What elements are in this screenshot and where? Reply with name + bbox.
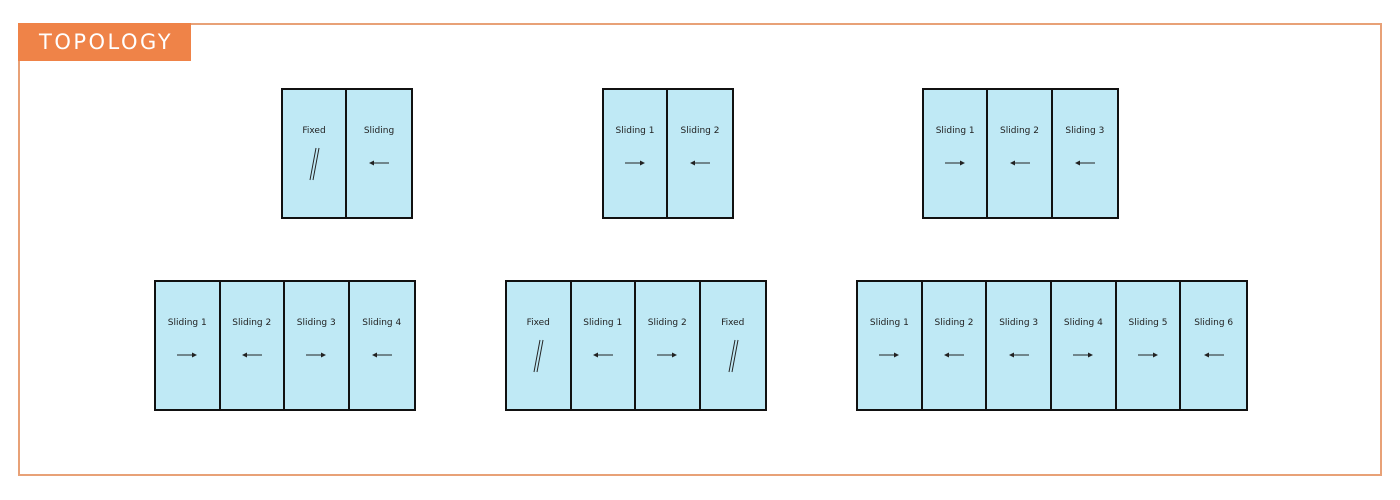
panel-label: Sliding 3: [999, 318, 1039, 328]
arrow-left-icon: [371, 352, 392, 358]
door-panel: Sliding 4: [1052, 282, 1117, 409]
door-panel: Sliding 1: [604, 90, 669, 217]
panel-label: Sliding 2: [647, 318, 687, 328]
arrow-left-icon: [592, 352, 613, 358]
door-panel: Fixed: [507, 282, 572, 409]
panel-label: Sliding 2: [1000, 126, 1039, 136]
door-panel: Sliding 2: [636, 282, 701, 409]
door-panel: Sliding 3: [285, 282, 350, 409]
door-configuration-5: Fixed Sliding 1 Sliding 2 Fixed: [505, 280, 767, 411]
door-panel: Sliding 1: [572, 282, 636, 409]
door-panel: Sliding: [347, 90, 411, 217]
arrow-left-icon: [944, 352, 964, 358]
panel-label: Sliding 3: [1065, 126, 1105, 136]
door-panel: Sliding 1: [924, 90, 989, 217]
arrow-left-icon: [1074, 160, 1095, 166]
door-panel: Sliding 4: [350, 282, 414, 409]
fixed-icon: [533, 339, 544, 373]
arrow-right-icon: [177, 352, 198, 358]
door-configuration-4: Sliding 1 Sliding 2 Sliding 3 Sliding 4: [154, 280, 416, 411]
arrow-right-icon: [945, 160, 966, 166]
panel-label: Sliding 1: [167, 318, 207, 328]
fixed-icon: [309, 147, 320, 181]
arrow-left-icon: [1009, 160, 1030, 166]
door-panel: Fixed: [283, 90, 348, 217]
door-panel: Sliding 3: [1053, 90, 1117, 217]
panel-label: Sliding 4: [362, 318, 402, 328]
door-panel: Sliding 6: [1181, 282, 1246, 409]
door-panel: Sliding 1: [156, 282, 221, 409]
arrow-right-icon: [306, 352, 327, 358]
door-panel: Sliding 2: [221, 282, 285, 409]
panel-label: Fixed: [721, 318, 745, 328]
panel-label: Sliding 4: [1063, 318, 1103, 328]
section-title: TOPOLOGY: [18, 23, 191, 61]
panel-label: Sliding 1: [583, 318, 623, 328]
panel-label: Sliding 2: [680, 126, 720, 136]
panel-label: Sliding 1: [615, 126, 655, 136]
door-panel: Fixed: [701, 282, 765, 409]
arrow-right-icon: [879, 352, 900, 358]
arrow-right-icon: [657, 352, 678, 358]
panel-label: Sliding 3: [296, 318, 336, 328]
arrow-right-icon: [625, 160, 645, 166]
arrow-left-icon: [241, 352, 262, 358]
panel-label: Sliding 6: [1194, 318, 1234, 328]
panel-label: Sliding 1: [935, 126, 975, 136]
door-panel: Sliding 2: [668, 90, 732, 217]
arrow-right-icon: [1138, 352, 1159, 358]
panel-label: Sliding 5: [1128, 318, 1168, 328]
panel-label: Sliding 2: [232, 318, 272, 328]
door-panel: Sliding 1: [858, 282, 923, 409]
door-panel: Sliding 3: [987, 282, 1053, 409]
door-panel: Sliding 2: [923, 282, 988, 409]
door-configuration-1: Fixed Sliding: [281, 88, 413, 219]
door-configuration-2: Sliding 1 Sliding 2: [602, 88, 734, 219]
topology-frame: [18, 23, 1382, 476]
panel-label: Fixed: [302, 126, 326, 136]
panel-label: Sliding: [363, 126, 395, 136]
door-configuration-6: Sliding 1 Sliding 2 Sliding 3 Sliding 4 Slid…: [856, 280, 1248, 411]
panel-label: Fixed: [526, 318, 550, 328]
panel-label: Sliding 1: [869, 318, 909, 328]
door-panel: Sliding 5: [1117, 282, 1182, 409]
door-panel: Sliding 2: [988, 90, 1053, 217]
arrow-right-icon: [1073, 352, 1094, 358]
arrow-left-icon: [690, 160, 710, 166]
fixed-icon: [728, 339, 739, 373]
arrow-left-icon: [1203, 352, 1224, 358]
panel-label: Sliding 2: [934, 318, 974, 328]
arrow-left-icon: [1008, 352, 1029, 358]
arrow-left-icon: [369, 160, 389, 166]
door-configuration-3: Sliding 1 Sliding 2 Sliding 3: [922, 88, 1119, 219]
